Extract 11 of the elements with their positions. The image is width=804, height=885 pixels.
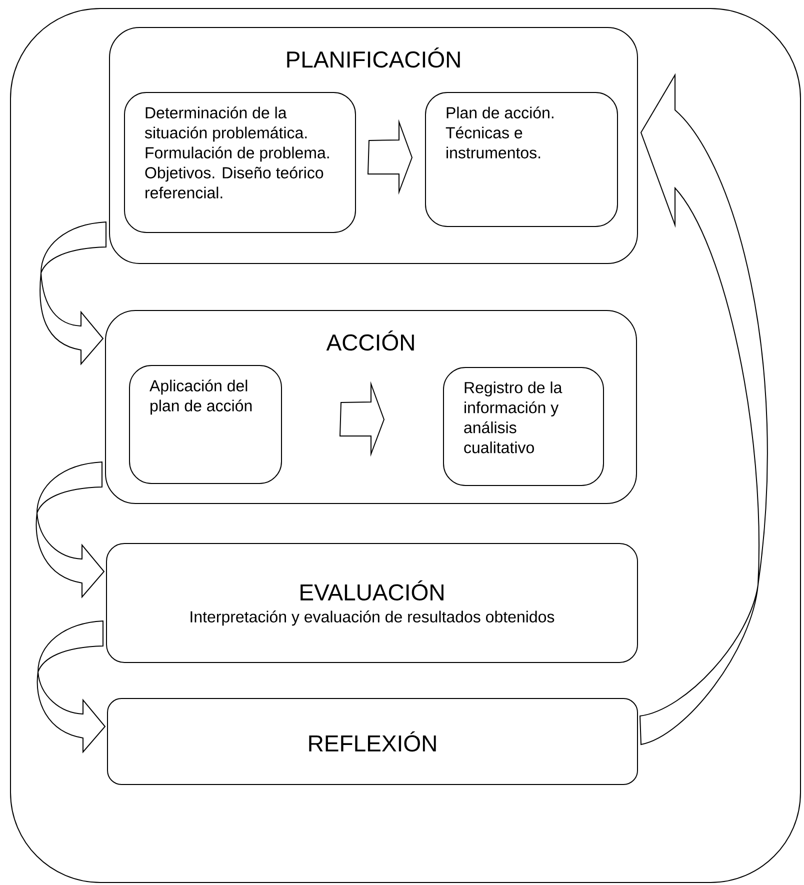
curved-arrow [36,462,104,598]
curved-arrow [40,222,106,364]
step-box: Aplicación del plan de acción [129,365,282,484]
frame-box [10,8,801,883]
curved-arrow [640,74,768,745]
stage-box: REFLEXIÓN [107,698,638,785]
step-box: Determinación de la situación problemática. Formulación de problema. Objetivos. Diseño teórico referencial. [124,92,356,233]
stage-box: EVALUACIÓN Interpretación y evaluación de resultados obtenidos [106,543,638,663]
curved-arrow [36,620,106,752]
step-box: Plan de acción. Técnicas e instrumentos. [425,92,618,227]
step-box: Registro de la información y análisis cualitativo [443,367,604,486]
